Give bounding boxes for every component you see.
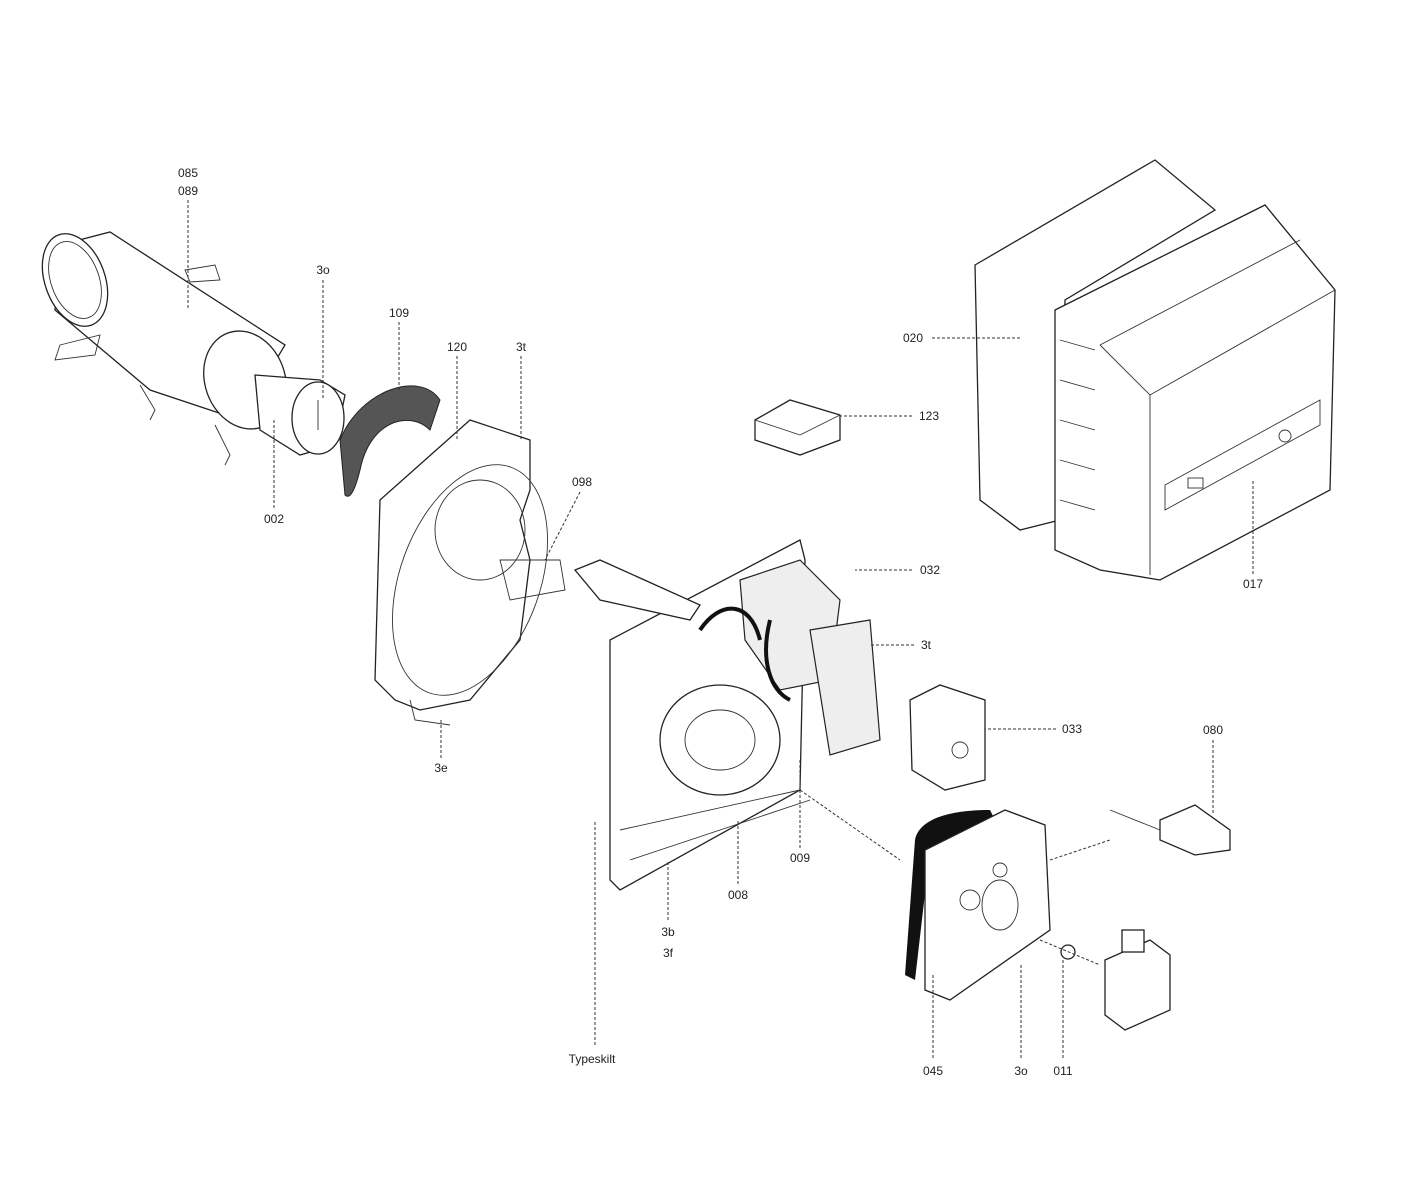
part-label-045: 045	[923, 1064, 943, 1078]
burner-cover	[974, 159, 1336, 581]
part-label-3o: 3o	[316, 263, 330, 277]
leader-lines	[187, 200, 1254, 1058]
assembly-lines	[799, 789, 1111, 966]
part-label-085: 085	[178, 166, 198, 180]
gasket	[339, 385, 441, 497]
mounting-plate	[573, 539, 881, 891]
part-label-033: 033	[1062, 722, 1082, 736]
fan-housing	[374, 419, 548, 726]
part-label-3e: 3e	[434, 761, 448, 775]
part-label-011: 011	[1053, 1064, 1072, 1078]
part-label-020: 020	[903, 331, 923, 345]
part-label-008: 008	[728, 888, 748, 902]
part-label-002: 002	[264, 512, 284, 526]
typeskilt-label: Typeskilt	[569, 1052, 616, 1066]
part-label-080: 080	[1203, 723, 1223, 737]
cable-cover	[909, 684, 986, 791]
photocell	[1109, 804, 1231, 856]
part-label-032: 032	[920, 563, 940, 577]
part-label-3t: 3t	[516, 340, 527, 354]
air-guide	[499, 559, 566, 601]
ignition-transformer	[754, 399, 841, 456]
part-label-120: 120	[447, 340, 467, 354]
air-intake-box	[905, 809, 1051, 1001]
part-label-123: 123	[919, 409, 939, 423]
head-assembly	[254, 374, 346, 456]
part-label-3f: 3f	[663, 946, 674, 960]
part-label-017: 017	[1243, 577, 1263, 591]
part-label-098: 098	[572, 475, 592, 489]
part-label-109: 109	[389, 306, 409, 320]
blast-tube	[41, 231, 287, 466]
part-label-3o-bottom: 3o	[1014, 1064, 1028, 1078]
oil-pump	[1060, 929, 1171, 1031]
part-label-3b: 3b	[661, 925, 675, 939]
part-label-089: 089	[178, 184, 198, 198]
part-label-009: 009	[790, 851, 810, 865]
part-label-3t-mid: 3t	[921, 638, 932, 652]
